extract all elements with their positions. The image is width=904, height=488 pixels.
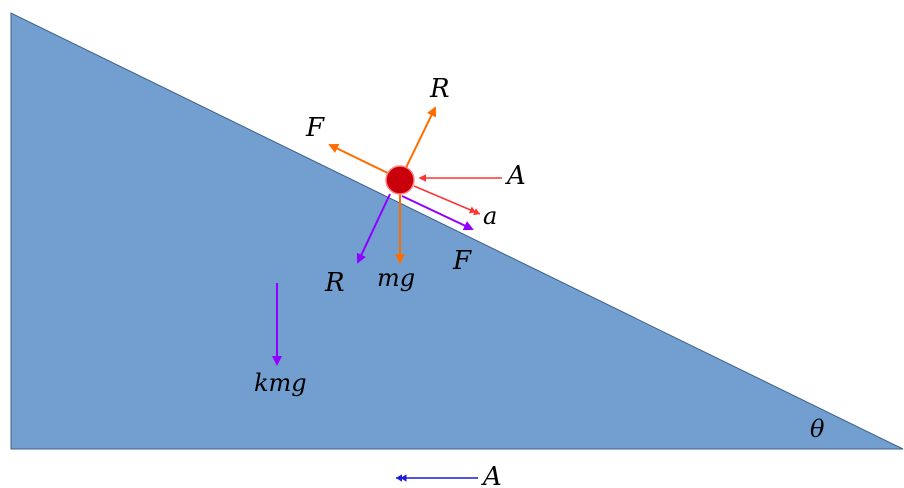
particle [385,165,415,195]
particle-accel-arrow [413,185,481,216]
particle-friction-label: F [305,113,325,143]
particle-accel-label: a [483,202,497,230]
wedge-normal-label: R [324,268,345,298]
wedge-normal-arrow [356,193,391,264]
particle-push-label: A [505,161,526,191]
wedge-accel-label: A [481,462,502,488]
particle-friction-arrow [328,143,399,179]
wedge [10,12,904,450]
wedge-weight-label: kmg [254,369,307,397]
angle-label: θ [810,415,825,443]
wedge-friction-label: F [452,246,472,276]
wedge-friction-arrow [401,195,474,231]
particle-weight-label: mg [377,264,415,292]
particle-normal-label: R [429,74,450,104]
